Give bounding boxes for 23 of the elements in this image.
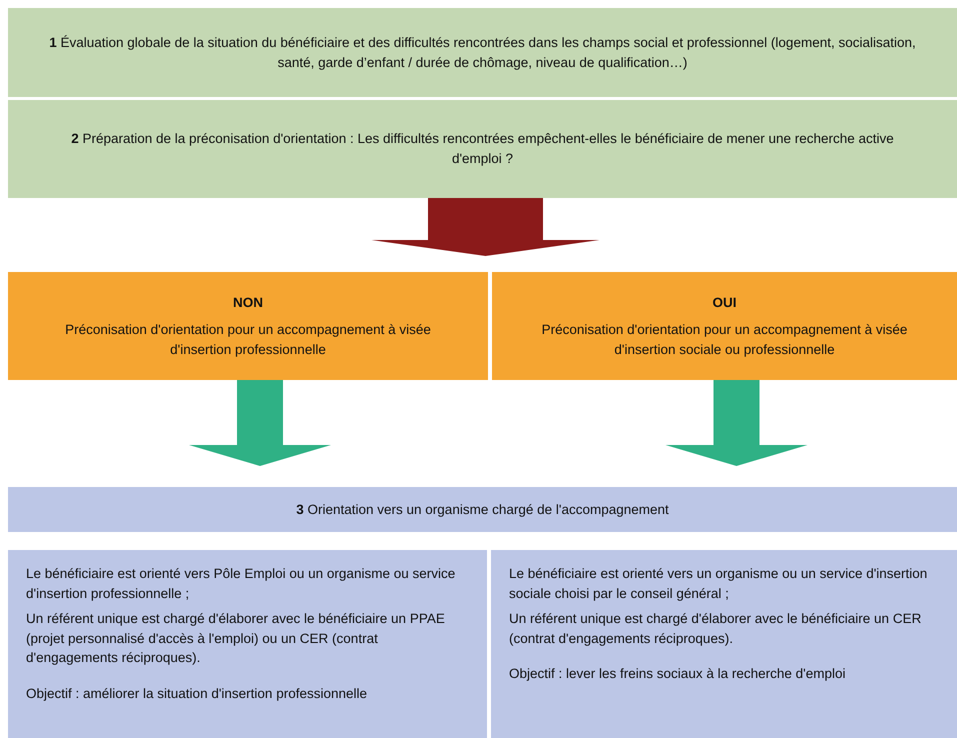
box-text: 2 Préparation de la préconisation d'orientation : Les difficultés rencontrées empêchent-elles le bénéficiaire de mener une recherche active d'emploi ? <box>70 130 895 168</box>
process-box <box>8 100 957 198</box>
process-box <box>491 550 957 738</box>
process-box <box>8 8 957 97</box>
block-arrow <box>189 380 331 466</box>
box-text: Le bénéficiaire est orienté vers un organisme ou un service d'insertion sociale choisi par le conseil général ; <box>509 565 928 603</box>
process-box <box>8 550 487 738</box>
box-text: Un référent unique est chargé d'élaborer avec le bénéficiaire un CER (contrat d'engagements réciproques). <box>509 610 922 648</box>
box-text: Objectif : lever les freins sociaux à la recherche d'emploi <box>509 665 846 684</box>
decision-box <box>8 272 488 380</box>
box-text: Un référent unique est chargé d'élaborer avec le bénéficiaire un PPAE (projet personnalisé d'accès à l'emploi) ou un CER (contrat d'engagements réciproques). <box>26 610 446 668</box>
box-text: Le bénéficiaire est orienté vers Pôle Emploi ou un organisme ou service d'insertion professionnelle ; <box>26 565 456 603</box>
block-arrow <box>372 198 600 256</box>
box-text: Préconisation d'orientation pour un accompagnement à visée d'insertion sociale ou professionnelle <box>540 321 908 359</box>
box-text: Préconisation d'orientation pour un accompagnement à visée d'insertion professionnelle <box>64 321 432 359</box>
box-text: 1 Évaluation globale de la situation du bénéficiaire et des difficultés rencontrées dans les champs social et professionnel (logement, socialisation, santé, garde d’enfant / durée de chômage, niveau de qualification…) <box>48 34 917 72</box>
box-text: 3 Orientation vers un organisme chargé de l'accompagnement <box>296 500 669 519</box>
box-heading: NON <box>233 294 263 312</box>
process-box <box>8 487 957 532</box>
box-heading: OUI <box>712 294 736 312</box>
block-arrow <box>666 380 808 466</box>
box-text: Objectif : améliorer la situation d'insertion professionnelle <box>26 684 368 703</box>
decision-box <box>492 272 957 380</box>
